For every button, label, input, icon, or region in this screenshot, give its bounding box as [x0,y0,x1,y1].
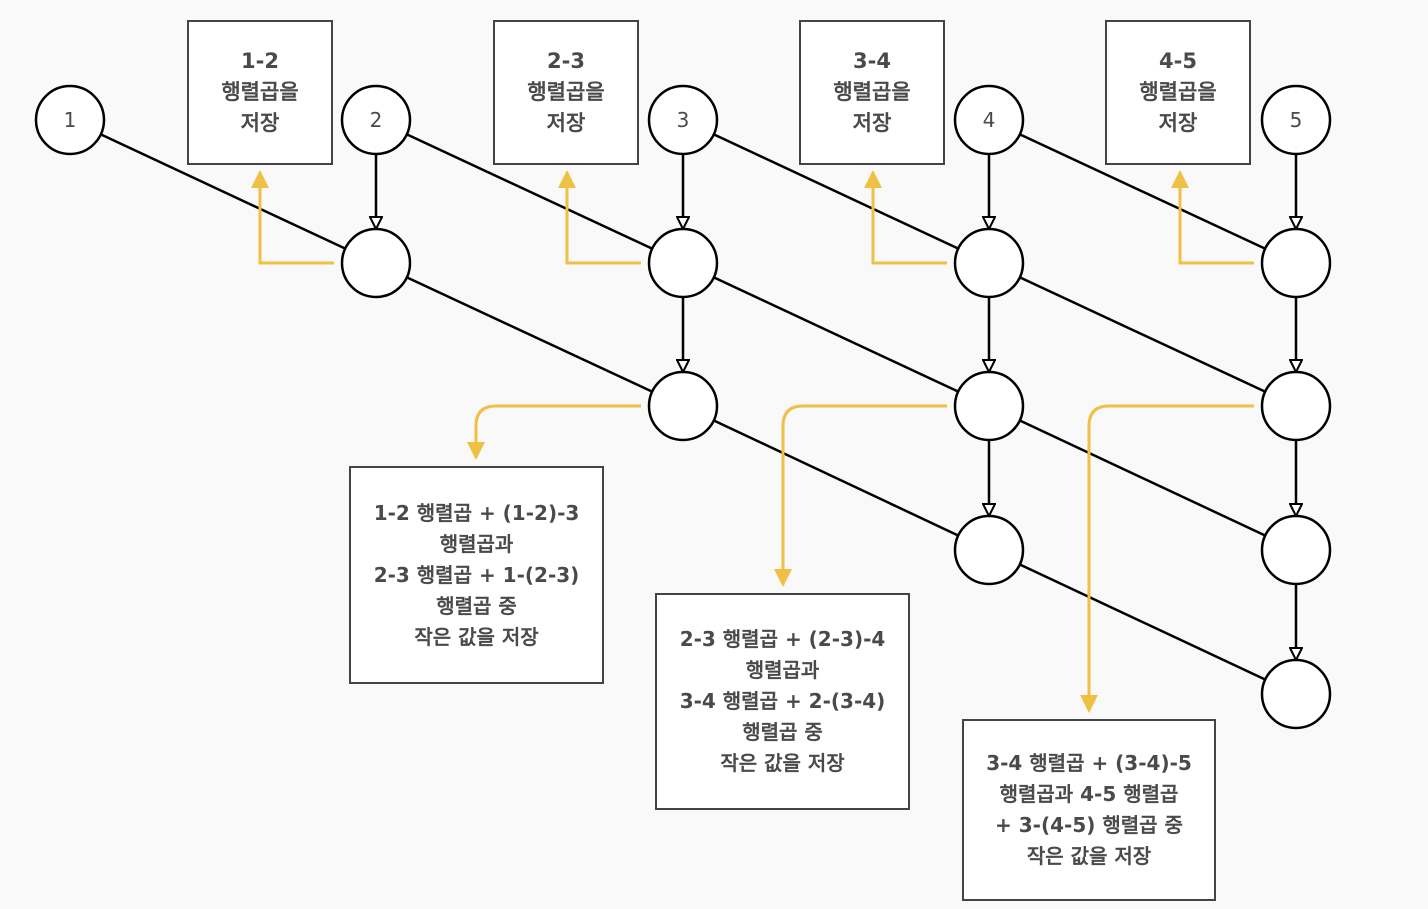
edge-diagonal-1-2 [404,132,657,252]
store-box-4-5: 4-5 행렬곱을 저장 [1105,20,1251,165]
store-box-3-4: 3-4 행렬곱을 저장 [799,20,945,165]
store-box-2-3: 2-3 행렬곱을 저장 [493,20,639,165]
input-node-label: 5 [1290,108,1303,132]
compute-node-l4-c4 [1260,658,1332,730]
input-node-1 [34,84,106,156]
compare-arrow-1 [467,404,641,460]
input-node-3 [647,84,719,156]
edge-diagonal-0-1 [98,132,350,252]
compute-node-l1-c4 [1260,227,1332,299]
input-node-label: 3 [677,108,690,132]
edge-diagonal-l3-c3 [711,418,963,539]
compute-node-l1-c1 [340,227,412,299]
input-node-2 [340,84,412,156]
compare-box-1-3: 1-2 행렬곱 + (1-2)-3 행렬곱과 2-3 행렬곱 + 1-(2-3)… [349,466,604,684]
compare-box-3-5: 3-4 행렬곱 + (3-4)-5 행렬곱과 4-5 행렬곱 + 3-(4-5)… [962,719,1216,901]
input-node-label: 4 [983,108,996,132]
edge-diagonal-l2-c4 [1017,275,1270,395]
edge-diagonal-l3-c4 [1017,418,1270,539]
compute-node-l2-c2 [647,370,719,442]
store-arrow-3 [864,170,947,265]
compute-node-l1-c2 [647,227,719,299]
store-arrow-4 [1171,170,1254,265]
compute-node-l2-c3 [953,370,1025,442]
compute-node-l1-c3 [953,227,1025,299]
compute-node-l3-c3 [953,514,1025,586]
store-box-1-2: 1-2 행렬곱을 저장 [187,20,333,165]
edge-diagonal-l2-c2 [404,275,657,395]
compare-box-2-4: 2-3 행렬곱 + (2-3)-4 행렬곱과 3-4 행렬곱 + 2-(3-4)… [655,593,910,810]
input-node-4 [953,84,1025,156]
input-node-label: 1 [64,108,77,132]
edge-diagonal-3-4 [1017,132,1270,252]
edge-diagonal-l4-c4 [1017,562,1270,683]
input-node-label: 2 [370,108,383,132]
edge-diagonal-2-3 [711,132,963,252]
compare-arrow-2 [774,404,947,587]
input-node-5 [1260,84,1332,156]
compute-node-l3-c4 [1260,514,1332,586]
store-arrow-2 [558,170,641,265]
store-arrow-1 [251,170,334,265]
compute-node-l2-c4 [1260,370,1332,442]
compare-arrow-3 [1080,404,1254,713]
edge-diagonal-l2-c3 [711,275,963,395]
